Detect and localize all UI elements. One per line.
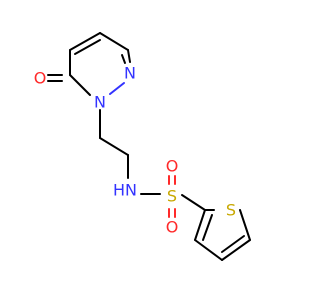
bond — [221, 239, 251, 261]
atom-label-oxygen-sulfonyl-bottom: O — [166, 218, 179, 237]
bond — [221, 235, 245, 253]
sulfonamide-group — [140, 175, 206, 218]
ethyl-linker — [99, 109, 129, 179]
atom-label-sulfur-thiophene: S — [226, 201, 236, 220]
atom-label-nitrogen-ring-2: N — [124, 64, 136, 83]
bond — [194, 239, 223, 261]
bond — [74, 39, 101, 55]
thiophene-ring — [194, 209, 251, 261]
bond — [109, 82, 125, 95]
bond — [99, 137, 129, 156]
bond — [127, 49, 131, 63]
atom-label-oxygen-sulfonyl-top: O — [166, 157, 179, 176]
bond — [121, 54, 126, 64]
molecule-diagram: O N N H N S O O S — [34, 32, 251, 261]
atom-label-oxygen-carbonyl: O — [34, 69, 47, 88]
atom-label-hydrogen-amide: H — [113, 181, 125, 200]
bond — [202, 214, 213, 241]
bond — [69, 32, 101, 51]
structure-svg: O N N H N S O O S — [34, 32, 251, 261]
bond — [69, 74, 91, 96]
atom-label-sulfur-sulfonyl: S — [167, 187, 177, 206]
atom-label-nitrogen-ring-1: N — [94, 93, 106, 112]
bond — [239, 209, 251, 241]
atom-label-nitrogen-amide: N — [125, 181, 137, 200]
pyridazinone-ring — [47, 32, 131, 96]
bond — [99, 32, 129, 51]
bond — [194, 209, 206, 241]
bond — [181, 194, 206, 211]
